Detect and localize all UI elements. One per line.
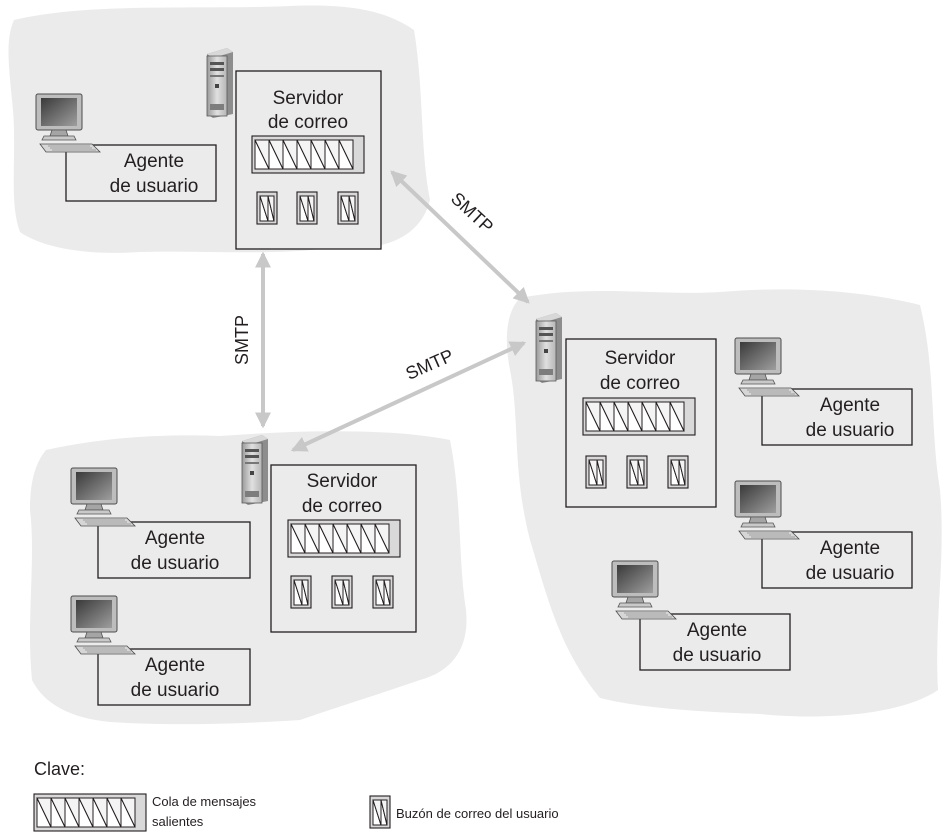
legend-mailbox-icon: [369, 795, 391, 829]
mailbox-icon: [256, 191, 278, 225]
user-agent-top-left: Agente de usuario: [35, 93, 217, 202]
legend-queue-icon: [33, 793, 147, 832]
mailbox-icon: [290, 575, 312, 609]
legend-queue-label: Cola de mensajes: [152, 794, 257, 809]
agent-label: de usuario: [110, 176, 199, 197]
mail-server-bottom: Servidor de correo: [241, 434, 417, 633]
user-agent-right-3: Agente de usuario: [611, 560, 791, 671]
agent-label: Agente: [820, 395, 880, 416]
mailbox-icon: [337, 191, 359, 225]
user-agent-right-1: Agente de usuario: [734, 337, 913, 446]
mailbox-icon: [667, 455, 689, 489]
message-queue-icon: [287, 519, 401, 558]
legend: Clave: Cola de mensajes salientes Buzón …: [33, 759, 559, 832]
user-agent-bottom-left-1: Agente de usuario: [70, 467, 251, 579]
server-tower-icon: [206, 47, 234, 119]
legend-queue-label: salientes: [152, 814, 204, 829]
smtp-link-bottom-to-right: [290, 341, 527, 452]
user-agent-right-2: Agente de usuario: [734, 480, 913, 589]
agent-label: de usuario: [673, 645, 762, 666]
agent-label: Agente: [145, 655, 205, 676]
smtp-label-vertical: SMTP: [232, 315, 252, 365]
server-label: Servidor: [605, 348, 676, 369]
agent-label: Agente: [145, 528, 205, 549]
mailbox-icon: [585, 455, 607, 489]
legend-title: Clave:: [34, 759, 85, 779]
server-tower-icon: [535, 312, 563, 384]
mail-server-right: Servidor de correo: [535, 312, 717, 508]
mail-server-top: Servidor de correo: [206, 47, 382, 250]
agent-label: Agente: [687, 620, 747, 641]
agent-label: de usuario: [131, 680, 220, 701]
server-label: Servidor: [307, 471, 378, 492]
server-label: de correo: [302, 496, 382, 517]
agent-box: [65, 144, 217, 202]
server-label: de correo: [268, 112, 348, 133]
server-label: Servidor: [273, 88, 344, 109]
agent-label: Agente: [820, 538, 880, 559]
agent-box: [639, 613, 791, 671]
agent-label: de usuario: [806, 420, 895, 441]
legend-mailbox-label: Buzón de correo del usuario: [396, 806, 559, 821]
smtp-link-top-to-right: [390, 170, 530, 304]
agent-box: [761, 531, 913, 589]
mailbox-icon: [372, 575, 394, 609]
agent-box: [97, 521, 251, 579]
message-queue-icon: [582, 397, 696, 436]
mailbox-icon: [296, 191, 318, 225]
agent-label: de usuario: [131, 553, 220, 574]
server-label: de correo: [600, 373, 680, 394]
agent-label: Agente: [124, 151, 184, 172]
agent-box: [97, 648, 251, 706]
mailbox-icon: [331, 575, 353, 609]
agent-box: [761, 388, 913, 446]
agent-label: de usuario: [806, 563, 895, 584]
message-queue-icon: [251, 135, 365, 174]
server-tower-icon: [241, 434, 269, 506]
user-agent-bottom-left-2: Agente de usuario: [70, 595, 251, 706]
mailbox-icon: [626, 455, 648, 489]
